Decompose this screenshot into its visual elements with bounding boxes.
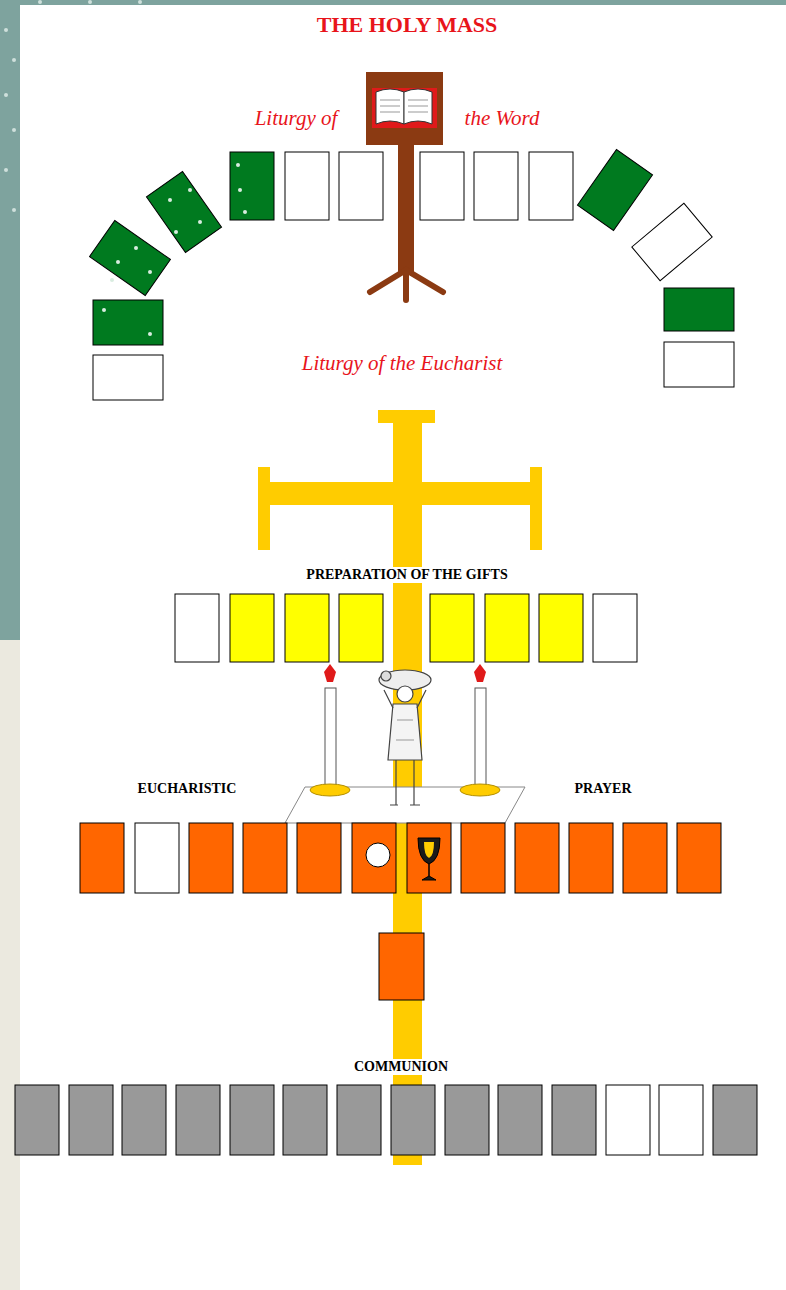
part-heading: COMMUNION bbox=[351, 1059, 451, 1075]
section-heading: Liturgy of bbox=[255, 106, 338, 130]
part-heading: PREPARATION OF THE GIFTS bbox=[303, 567, 510, 583]
pattern-dots bbox=[102, 163, 247, 336]
slide-ground bbox=[0, 0, 20, 640]
altar bbox=[285, 664, 525, 823]
cross bbox=[258, 410, 542, 1165]
preparation-row bbox=[175, 594, 637, 662]
part-heading: EUCHARISTIC bbox=[138, 781, 237, 797]
part-heading: PRAYER bbox=[574, 781, 631, 797]
communion-row bbox=[15, 1085, 757, 1155]
diagram-title: THE HOLY MASS bbox=[317, 12, 498, 37]
word-arch bbox=[90, 150, 734, 400]
ground-dots bbox=[4, 0, 142, 212]
good-shepherd bbox=[379, 670, 431, 805]
slide-ground bbox=[0, 640, 20, 1290]
slide-ground bbox=[0, 0, 786, 5]
section-heading: the Word bbox=[465, 106, 540, 130]
section-heading: Liturgy of the Eucharist bbox=[302, 351, 502, 375]
eucharistic-row bbox=[80, 823, 721, 1000]
